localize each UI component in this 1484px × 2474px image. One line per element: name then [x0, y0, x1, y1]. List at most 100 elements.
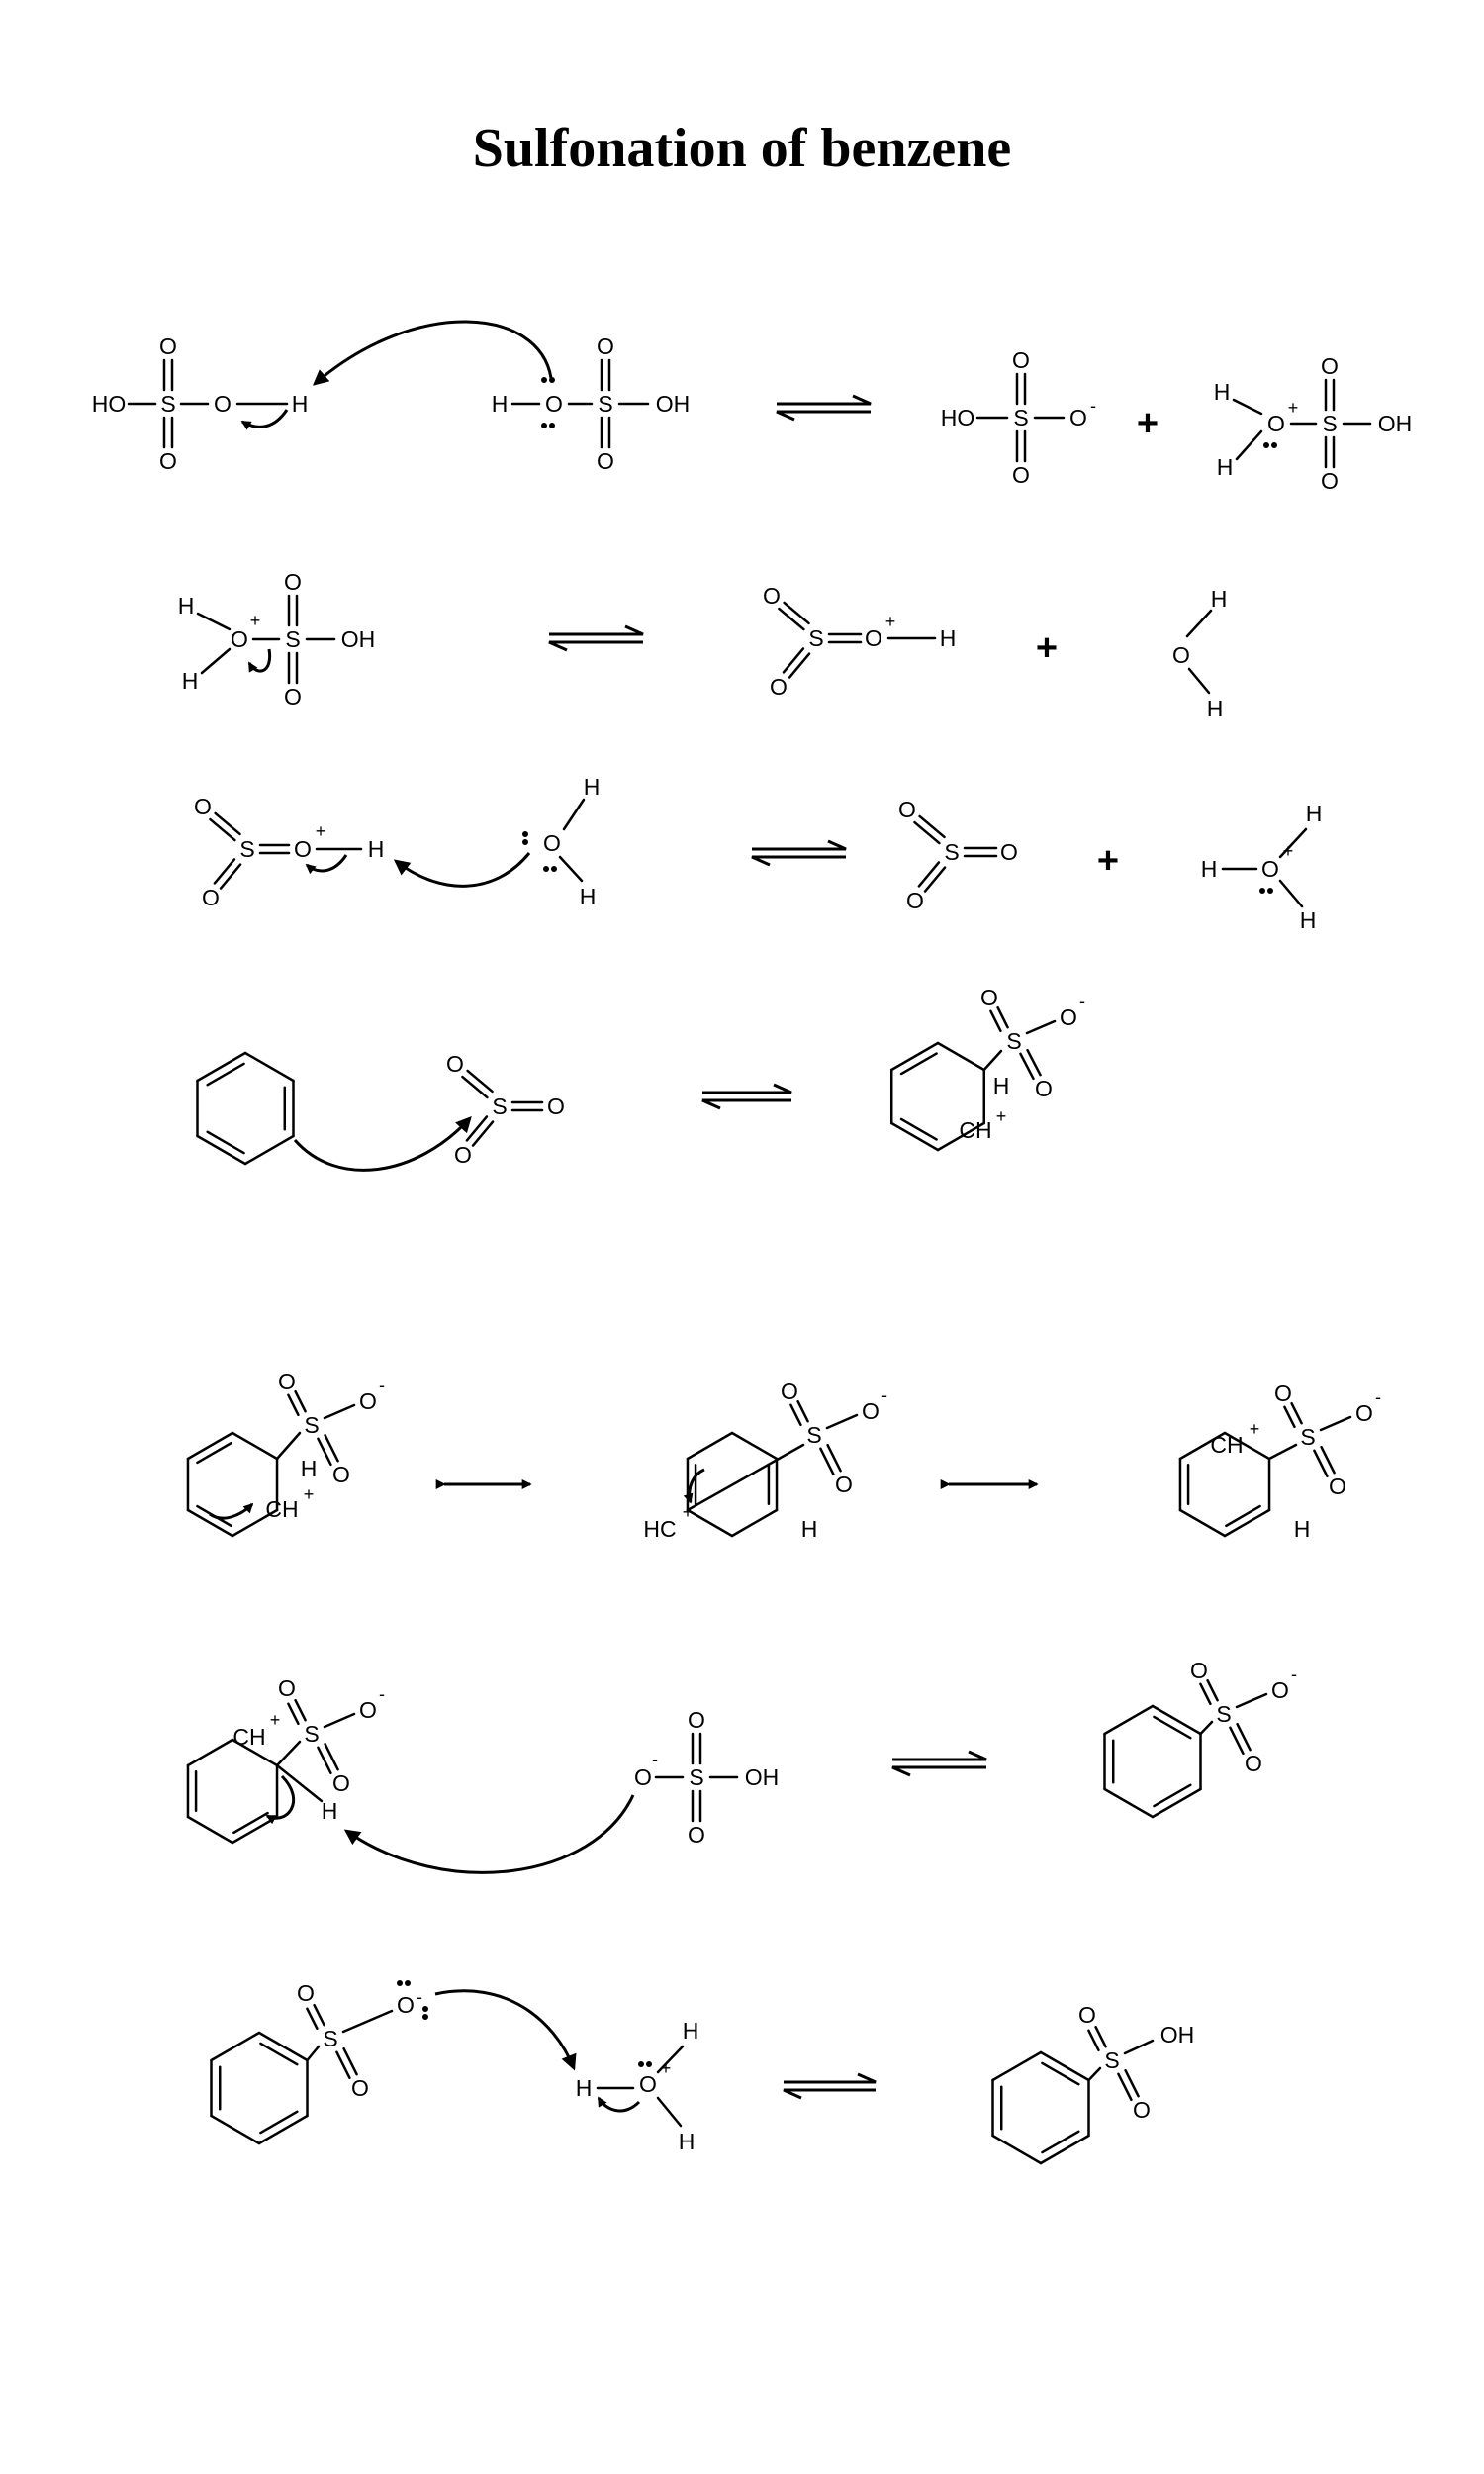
atom-label: O [781, 1379, 798, 1404]
atom-label: O [294, 836, 312, 862]
bond-line [1087, 2029, 1100, 2052]
lone-pair-dot [549, 377, 555, 383]
reverse-half-arrow [783, 2088, 876, 2100]
bond-line [1025, 1019, 1057, 1035]
bond-line [1094, 2025, 1107, 2048]
bond-line [686, 1431, 734, 1461]
curved-electron-arrow [683, 1468, 705, 1504]
bond-line [1267, 1443, 1298, 1461]
positive-charge: + [304, 1484, 315, 1504]
positive-charge: + [1288, 398, 1299, 418]
atom-label: O [1012, 462, 1030, 488]
atom-label: H [1300, 907, 1317, 933]
bond-line [796, 1399, 809, 1423]
bond-line [324, 1433, 339, 1463]
atom-label: S [689, 1764, 703, 1790]
lone-pair-dot [422, 2014, 428, 2020]
atom-label: OH [1160, 2022, 1195, 2047]
atom-label: O [865, 625, 882, 651]
bond-line [243, 1134, 295, 1166]
atom-label: O [278, 1675, 296, 1701]
bond-line [1153, 1715, 1192, 1740]
negative-charge: - [1291, 1665, 1297, 1684]
atom-label: O [906, 888, 924, 913]
atom-label: O [1245, 1751, 1262, 1776]
atom-label: O [194, 794, 212, 819]
bond-line [889, 1041, 940, 1072]
lone-pair-dot [1267, 888, 1273, 894]
atom-label: S [492, 1094, 507, 1119]
bond-line [1041, 2061, 1080, 2086]
atom-label: O [634, 1764, 652, 1790]
atom-label: O [397, 1992, 415, 2018]
curved-electron-arrow [293, 1116, 472, 1172]
atom-label: O [332, 1770, 350, 1796]
atom-label: S [1300, 1424, 1315, 1450]
positive-charge: + [683, 1502, 694, 1522]
plus-sign: + [1097, 840, 1119, 882]
bond-line [196, 1134, 247, 1166]
bond-line [1117, 2072, 1133, 2102]
atom-label: S [304, 1721, 319, 1747]
bond-line [1232, 398, 1263, 416]
bond-line [275, 1763, 324, 1803]
positive-charge: + [270, 1710, 281, 1730]
bond-line [219, 863, 242, 890]
atom-label: O [159, 448, 177, 474]
forward-half-arrow [702, 1083, 792, 1094]
bond-line [1223, 1508, 1271, 1538]
bond-line [206, 1130, 245, 1155]
bond-line [186, 1431, 234, 1461]
negative-charge: - [652, 1750, 658, 1769]
bond-line [1123, 2039, 1155, 2055]
curved-electron-arrow [305, 854, 348, 875]
negative-charge: - [1090, 396, 1096, 416]
bond-line [1206, 1678, 1219, 1702]
bond-line [996, 1005, 1009, 1029]
atom-label: O [898, 797, 916, 822]
atom-label: O [545, 391, 563, 417]
atom-label: O [1133, 2097, 1151, 2123]
bond-line [562, 798, 586, 831]
positive-charge: + [1250, 1419, 1260, 1439]
equilibrium-arrow [548, 624, 644, 652]
atom-label: H [301, 1456, 318, 1481]
positive-charge: + [661, 2058, 672, 2078]
atom-label: S [1006, 1028, 1021, 1054]
atom-label: S [160, 391, 175, 417]
atom-label: H [322, 1798, 338, 1824]
bond-line [210, 2031, 261, 2062]
bond-line [461, 1075, 489, 1099]
atom-label: S [323, 2026, 337, 2051]
atom-label: O [1355, 1400, 1373, 1426]
atom-label: H [993, 1073, 1010, 1098]
bond-line [214, 811, 241, 836]
negative-charge: - [1375, 1387, 1381, 1407]
positive-charge: + [885, 612, 896, 631]
bond-line [1320, 1445, 1336, 1475]
bond-line [1187, 667, 1211, 695]
atom-label: S [285, 626, 300, 652]
plus-sign: + [1036, 627, 1058, 669]
atom-label: O [597, 333, 614, 359]
lone-pair-dot [541, 377, 547, 383]
bond-line [317, 1437, 332, 1467]
reverse-half-arrow [701, 1098, 791, 1110]
atom-label: O [1060, 1004, 1077, 1030]
bond-line [213, 858, 236, 885]
atom-label: S [1322, 411, 1337, 436]
atom-label: H [584, 774, 601, 800]
bond-line [936, 1121, 986, 1152]
bond-line [231, 1508, 279, 1538]
bond-line [1236, 1722, 1252, 1752]
forward-half-arrow [784, 2072, 877, 2084]
curved-electron-arrow [393, 852, 531, 888]
equilibrium-arrow [701, 1083, 792, 1110]
bond-line [287, 1702, 300, 1726]
lone-pair-dot [543, 866, 549, 872]
atom-label: OH [656, 391, 691, 417]
atom-label: O [1069, 405, 1087, 430]
atom-label: O [688, 1707, 705, 1733]
bond-line [323, 1403, 356, 1420]
atom-label: H [1211, 586, 1228, 612]
